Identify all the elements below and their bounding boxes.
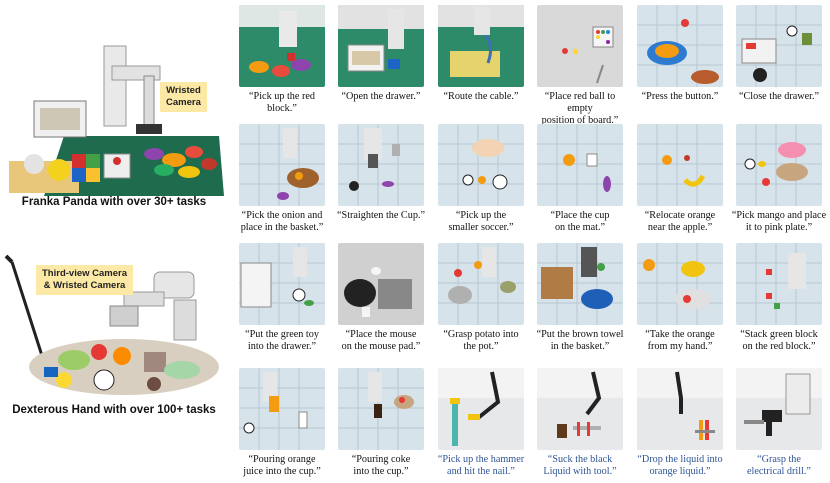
- task-card: “Straighten the Cup.”: [332, 119, 430, 222]
- task-caption: “Pouring coke into the cup.”: [351, 454, 411, 477]
- task-image: [438, 368, 524, 450]
- task-card: “Grasp potato into the pot.”: [432, 238, 530, 353]
- task-image: [338, 243, 424, 325]
- task-image: [537, 5, 623, 87]
- task-image: [239, 243, 325, 325]
- task-image: [537, 243, 623, 325]
- robot-overview-panel: Wristed Camera Franka Panda with over 30…: [0, 0, 228, 483]
- task-image: [736, 368, 822, 450]
- task-caption: “Straighten the Cup.”: [337, 210, 425, 221]
- task-caption: “Place red ball to empty position of boa…: [541, 91, 619, 126]
- task-image: [736, 124, 822, 206]
- task-card: “Put the green toy into the drawer.”: [233, 238, 331, 353]
- task-card: “Pouring orange juice into the cup.”: [233, 363, 331, 478]
- task-caption: “Suck the black Liquid with tool.”: [543, 454, 617, 477]
- task-card: “Place red ball to empty position of boa…: [531, 0, 629, 127]
- task-card: “Stack green block on the red block.”: [730, 238, 828, 353]
- third-view-camera-label: Third-view Camera & Wristed Camera: [36, 265, 133, 295]
- task-caption: “Take the orange from my hand.”: [645, 329, 715, 352]
- task-caption: “Pick the onion and place in the basket.…: [240, 210, 324, 233]
- task-image: [537, 368, 623, 450]
- task-card: “Pick up the hammer and hit the nail.”: [432, 363, 530, 478]
- task-card: “Suck the black Liquid with tool.”: [531, 363, 629, 478]
- task-caption: “Relocate orange near the apple.”: [644, 210, 716, 233]
- task-card: “Pouring coke into the cup.”: [332, 363, 430, 478]
- task-caption: “Close the drawer.”: [738, 91, 820, 102]
- task-caption: “Grasp the electrical drill.”: [747, 454, 811, 477]
- task-card: “Grasp the electrical drill.”: [730, 363, 828, 478]
- task-image: [438, 5, 524, 87]
- task-image: [637, 368, 723, 450]
- task-caption: “Stack green block on the red block.”: [740, 329, 818, 352]
- task-image: [438, 124, 524, 206]
- task-caption: “Pouring orange juice into the cup.”: [243, 454, 321, 477]
- task-image: [637, 124, 723, 206]
- task-card: “Pick up the red block.”: [233, 0, 331, 115]
- task-caption: “Route the cable.”: [443, 91, 519, 102]
- task-caption: “Pick up the smaller soccer.”: [448, 210, 514, 233]
- task-caption: “Pick up the red block.”: [249, 91, 315, 114]
- wrist-camera-label: Wristed Camera: [160, 82, 207, 112]
- task-caption: “Put the brown towel in the basket.”: [536, 329, 624, 352]
- task-caption: “Place the cup on the mat.”: [550, 210, 610, 233]
- task-card: “Press the button.”: [631, 0, 729, 103]
- task-card: “Route the cable.”: [432, 0, 530, 103]
- task-card: “Close the drawer.”: [730, 0, 828, 103]
- task-caption: “Drop the liquid into orange liquid.”: [637, 454, 723, 477]
- task-grid: “Pick up the red block.” “Open the drawe…: [233, 0, 830, 483]
- task-caption: “Open the drawer.”: [341, 91, 421, 102]
- task-image: [637, 243, 723, 325]
- franka-panda-caption: Franka Panda with over 30+ tasks: [21, 196, 207, 208]
- task-caption: “Pick up the hammer and hit the nail.”: [437, 454, 525, 477]
- dexterous-hand-caption: Dexterous Hand with over 100+ tasks: [12, 404, 216, 416]
- task-card: “Put the brown towel in the basket.”: [531, 238, 629, 353]
- task-card: “Drop the liquid into orange liquid.”: [631, 363, 729, 478]
- task-caption: “Place the mouse on the mouse pad.”: [341, 329, 421, 352]
- task-card: “Pick mango and place it to pink plate.”: [730, 119, 828, 234]
- task-card: “Relocate orange near the apple.”: [631, 119, 729, 234]
- task-card: “Pick the onion and place in the basket.…: [233, 119, 331, 234]
- task-caption: “Grasp potato into the pot.”: [443, 329, 519, 352]
- task-caption: “Pick mango and place it to pink plate.”: [731, 210, 827, 233]
- task-image: [338, 5, 424, 87]
- task-image: [736, 243, 822, 325]
- task-image: [438, 243, 524, 325]
- task-card: “Place the mouse on the mouse pad.”: [332, 238, 430, 353]
- task-card: “Take the orange from my hand.”: [631, 238, 729, 353]
- task-image: [239, 124, 325, 206]
- task-image: [338, 124, 424, 206]
- task-image: [637, 5, 723, 87]
- task-caption: “Put the green toy into the drawer.”: [245, 329, 319, 352]
- task-card: “Open the drawer.”: [332, 0, 430, 103]
- task-image: [239, 5, 325, 87]
- task-image: [239, 368, 325, 450]
- task-card: “Place the cup on the mat.”: [531, 119, 629, 234]
- task-caption: “Press the button.”: [641, 91, 719, 102]
- task-card: “Pick up the smaller soccer.”: [432, 119, 530, 234]
- task-image: [736, 5, 822, 87]
- task-image: [537, 124, 623, 206]
- franka-panda-photo: [4, 36, 224, 196]
- task-image: [338, 368, 424, 450]
